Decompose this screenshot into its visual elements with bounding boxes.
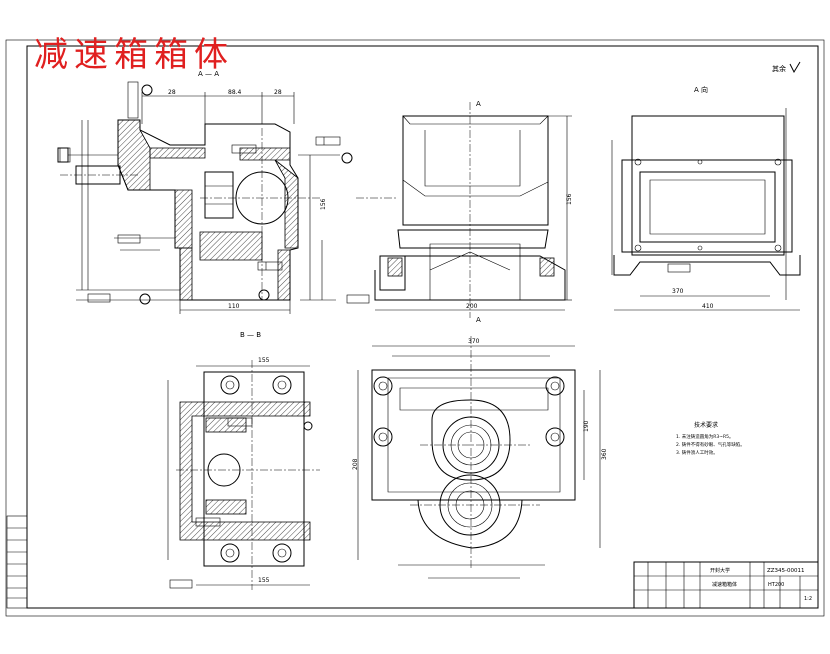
side-strip bbox=[6, 515, 28, 609]
front-view: A A 200 156 bbox=[346, 100, 573, 324]
section-b-b-view: B — B 155 155 bbox=[167, 331, 320, 590]
svg-text:3. 铸件须人工时效。: 3. 铸件须人工时效。 bbox=[676, 449, 718, 456]
svg-text:28: 28 bbox=[274, 89, 282, 96]
svg-text:155: 155 bbox=[258, 577, 270, 584]
svg-text:1:2: 1:2 bbox=[804, 596, 812, 602]
svg-text:2. 铸件不得有砂眼、气孔等缺陷。: 2. 铸件不得有砂眼、气孔等缺陷。 bbox=[676, 441, 745, 448]
svg-text:A: A bbox=[476, 316, 481, 324]
svg-text:1. 未注铸造圆角为R3~R5。: 1. 未注铸造圆角为R3~R5。 bbox=[676, 433, 733, 440]
svg-text:156: 156 bbox=[566, 193, 573, 205]
svg-text:开封大学: 开封大学 bbox=[710, 567, 730, 574]
drawing-title: 减速箱箱体 bbox=[34, 35, 234, 75]
svg-text:ZZ345-00011: ZZ345-00011 bbox=[767, 568, 805, 574]
technical-requirements: 技术要求 1. 未注铸造圆角为R3~R5。 2. 铸件不得有砂眼、气孔等缺陷。 … bbox=[676, 421, 745, 456]
svg-text:190: 190 bbox=[583, 420, 590, 432]
svg-text:A 向: A 向 bbox=[694, 85, 708, 94]
svg-text:360: 360 bbox=[601, 448, 608, 460]
svg-text:370: 370 bbox=[468, 338, 480, 345]
roughness-symbol: 其余 bbox=[772, 61, 801, 74]
svg-text:110: 110 bbox=[228, 303, 240, 310]
title-block: 开封大学 ZZ345-00011 减速箱箱体 HT200 1:2 bbox=[633, 561, 819, 609]
svg-text:A: A bbox=[476, 100, 481, 108]
svg-text:28: 28 bbox=[168, 89, 176, 96]
svg-text:208: 208 bbox=[352, 458, 359, 470]
svg-text:HT200: HT200 bbox=[768, 582, 784, 588]
svg-text:88.4: 88.4 bbox=[228, 89, 242, 96]
section-a-a-view: A — A 28 88.4 28 bbox=[57, 70, 353, 314]
view-a: A 向 410 370 bbox=[611, 85, 801, 311]
svg-text:减速箱箱体: 减速箱箱体 bbox=[712, 581, 737, 588]
plan-view: 208 370 360 190 bbox=[352, 336, 608, 579]
svg-text:155: 155 bbox=[258, 357, 270, 364]
outer-border bbox=[5, 39, 825, 617]
svg-text:B — B: B — B bbox=[240, 331, 261, 339]
svg-text:200: 200 bbox=[466, 303, 478, 310]
inner-border bbox=[26, 45, 819, 609]
svg-text:技术要求: 技术要求 bbox=[694, 421, 718, 429]
svg-text:156: 156 bbox=[320, 198, 327, 210]
svg-text:370: 370 bbox=[672, 288, 684, 295]
svg-text:A — A: A — A bbox=[198, 70, 219, 78]
svg-text:其余: 其余 bbox=[772, 64, 786, 73]
svg-text:410: 410 bbox=[702, 303, 714, 310]
